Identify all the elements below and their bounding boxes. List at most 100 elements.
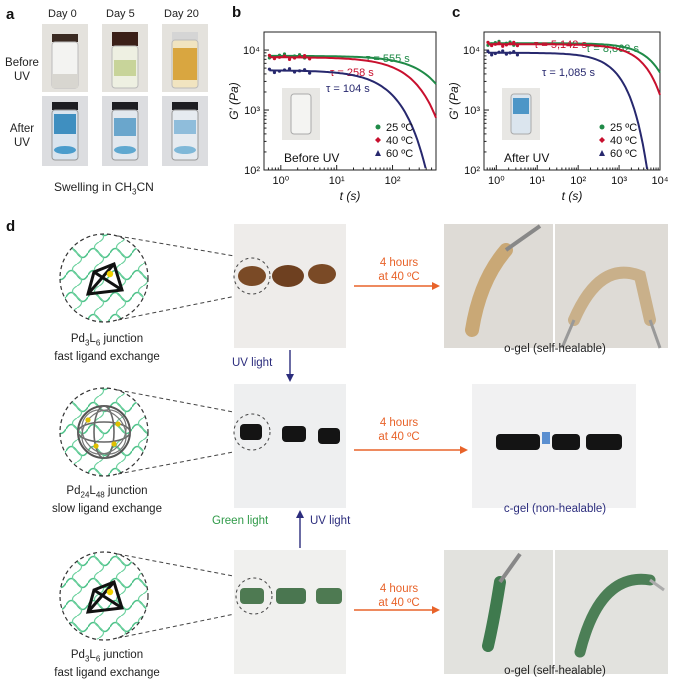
vial-day0-after	[42, 96, 88, 166]
series-marker-2	[303, 68, 307, 72]
arrow-uv-up	[296, 510, 304, 548]
series-marker-2	[267, 67, 272, 71]
tau-label-2: τ = 104 s	[326, 83, 370, 95]
series-line-1	[269, 56, 437, 119]
inset-vial	[290, 93, 312, 135]
plot-frame	[263, 31, 437, 171]
y-axis-label: G′ (Pa)	[227, 82, 241, 120]
result-mid-label: c-gel (non-healable)	[503, 503, 607, 515]
series-marker-2	[497, 50, 501, 54]
series-marker-2	[504, 52, 508, 56]
series-marker-1	[501, 44, 505, 48]
vial-photos	[42, 24, 208, 166]
day-0-label: Day 0	[48, 8, 77, 20]
series-marker-2	[486, 49, 490, 54]
series-marker-1	[292, 56, 297, 60]
vial-day5-before	[102, 24, 148, 92]
series-marker-1	[287, 57, 292, 61]
photo-gel-mid	[233, 384, 346, 508]
legend-marker	[599, 137, 605, 143]
arrow-top-right	[354, 282, 440, 290]
y-tick-label: 10³	[244, 105, 260, 117]
before-uv-row-label: Before UV	[5, 57, 39, 83]
panel-d-letter: d	[6, 218, 16, 235]
junction-bot-label: Pd3L6 junction fast ligand exchange	[54, 649, 160, 680]
vial-day20-after	[162, 96, 208, 166]
result-bot-label: o-gel (self-healable)	[504, 665, 606, 677]
junction-top-desc: fast ligand exchange	[54, 351, 160, 364]
legend-label: 60 ºC	[610, 148, 637, 160]
series-marker-1	[515, 43, 520, 48]
x-tick-label: 10¹	[529, 175, 545, 187]
x-tick-label: 10³	[611, 175, 627, 187]
vial-day5-after	[102, 96, 148, 166]
series-marker-1	[303, 53, 307, 58]
legend-marker	[599, 150, 605, 156]
series-marker-1	[282, 54, 287, 58]
photo-gel-top	[233, 224, 346, 348]
series-marker-2	[508, 51, 512, 55]
y-tick-label: 10⁴	[243, 45, 260, 57]
inset-label: Before UV	[284, 151, 339, 165]
photo-healed-mid	[472, 384, 636, 508]
series-marker-1	[297, 55, 302, 59]
panel-b-letter: b	[232, 4, 242, 21]
x-tick-label: 10⁰	[488, 175, 505, 187]
condition-top: 4 hours at 40 ºC	[378, 257, 420, 283]
panel-d-diagram	[59, 224, 668, 674]
arrow-bot-right	[354, 606, 440, 614]
series-marker-1	[486, 40, 490, 44]
green-light-label: Green light	[212, 515, 269, 527]
series-marker-2	[287, 67, 292, 71]
photo-healed-top	[444, 224, 668, 349]
series-marker-2	[501, 49, 505, 53]
x-tick-label: 10²	[385, 175, 401, 187]
series-line-0	[269, 54, 437, 85]
series-marker-1	[497, 41, 501, 45]
legend-label: 25 ºC	[610, 122, 637, 134]
series-marker-1	[493, 42, 497, 46]
series-marker-1	[272, 57, 277, 61]
uv-light-down-label: UV light	[232, 357, 273, 369]
legend-label: 60 ºC	[386, 148, 413, 160]
after-uv-row-label: After UV	[9, 123, 35, 149]
series-marker-1	[512, 40, 516, 44]
result-top-label: o-gel (self-healable)	[504, 343, 606, 355]
junction-bot-desc: fast ligand exchange	[54, 667, 160, 680]
tau-label-1: τ = 258 s	[330, 67, 374, 79]
legend-label: 40 ºC	[610, 135, 637, 147]
uv-light-up-label: UV light	[310, 515, 351, 527]
series-marker-1	[277, 55, 282, 59]
tau-label-1: τ = 5,142 s	[534, 39, 587, 51]
series-marker-2	[297, 69, 302, 73]
x-axis-label: t (s)	[562, 189, 583, 203]
swelling-caption: Swelling in CH3CN	[54, 180, 154, 197]
x-axis-label: t (s)	[340, 189, 361, 203]
zoom-lines	[117, 235, 255, 639]
arrow-uv-down	[286, 350, 294, 382]
junction-circle-bot	[59, 551, 149, 641]
inset-label: After UV	[504, 151, 549, 165]
legend-marker	[375, 137, 381, 143]
series-marker-2	[272, 70, 277, 75]
series-marker-1	[508, 42, 512, 46]
series-marker-2	[515, 53, 520, 57]
legend-marker	[599, 124, 605, 130]
series-marker-2	[292, 70, 297, 74]
series-marker-1	[490, 43, 494, 48]
y-tick-label: 10²	[464, 165, 480, 177]
panel-c-letter: c	[452, 4, 461, 21]
y-tick-label: 10²	[244, 165, 260, 177]
arrow-mid-right	[354, 446, 468, 454]
x-tick-label: 10⁰	[272, 175, 289, 187]
series-marker-2	[308, 71, 312, 75]
inset-vial-gel	[513, 98, 529, 114]
series-marker-2	[277, 69, 282, 73]
legend-label: 25 ºC	[386, 122, 413, 134]
condition-bot: 4 hours at 40 ºC	[378, 583, 420, 609]
series-marker-1	[504, 43, 508, 47]
tau-label-2: τ = 1,085 s	[542, 67, 595, 79]
series-marker-2	[490, 53, 494, 57]
day-20-label: Day 20	[164, 8, 199, 20]
